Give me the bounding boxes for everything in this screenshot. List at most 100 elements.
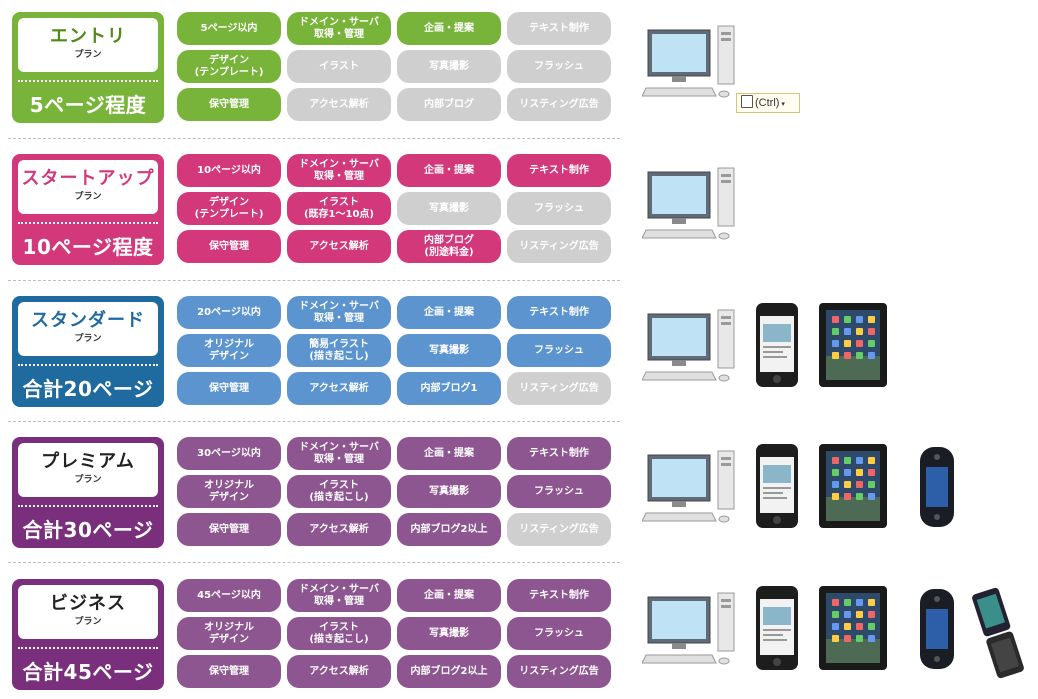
plan-badge: プレミアムプラン合計30ページ [12,437,164,548]
plan-name-box: ビジネスプラン [18,585,158,639]
feature-pill: 写真撮影 [397,334,501,367]
plan-row: エントリプラン 5ページ程度 5ページ以内ドメイン・サーバ 取得・管理企画・提案テキ… [8,8,1028,130]
feature-pill: ドメイン・サーバ 取得・管理 [287,12,391,45]
plan-divider [8,280,620,281]
badge-dotted-divider [18,505,158,507]
badge-dotted-divider [18,222,158,224]
feature-pill: オリジナル デザイン [177,334,281,367]
feature-pill: ドメイン・サーバ 取得・管理 [287,437,391,470]
smartphone-icon [754,443,800,533]
feature-pill: テキスト制作 [507,154,611,187]
feature-pill: 保守管理 [177,230,281,263]
feature-pill: 10ページ以内 [177,154,281,187]
feature-pill: フラッシュ [507,475,611,508]
feature-pill: ドメイン・サーバ 取得・管理 [287,154,391,187]
paste-options-label: (Ctrl) [755,97,780,109]
feature-pill: 5ページ以内 [177,12,281,45]
feature-pill: 企画・提案 [397,296,501,329]
plan-page-count: 5ページ程度 [29,93,147,117]
feature-pill: ドメイン・サーバ 取得・管理 [287,579,391,612]
supported-devices [634,292,1028,410]
feature-pill: 企画・提案 [397,154,501,187]
feature-pill: 簡易イラスト (描き起こし) [287,334,391,367]
plan-page-count: 10ページ程度 [22,235,154,259]
feature-pill: 内部ブログ (別途料金) [397,230,501,263]
plan-name-box: プレミアムプラン [18,443,158,497]
plan-divider [8,138,620,139]
plan-subtitle: プラン [74,50,102,60]
supported-devices [634,575,1028,693]
feature-pill: ドメイン・サーバ 取得・管理 [287,296,391,329]
feature-pill: リスティング広告 [507,655,611,688]
plan-badge: スタートアッププラン 10ページ程度 [12,154,164,265]
feature-pill: 保守管理 [177,372,281,405]
feature-pill: リスティング広告 [507,88,611,121]
feature-pill: 保守管理 [177,88,281,121]
desktop-pc-icon [641,306,742,390]
feature-pill: イラスト (既存1〜10点) [287,192,391,225]
plan-subtitle: プラン [74,475,102,485]
smartphone-icon [754,302,800,392]
feature-pill: 保守管理 [177,513,281,546]
feature-pill: テキスト制作 [507,296,611,329]
feature-pill: アクセス解析 [287,230,391,263]
feature-pill: テキスト制作 [507,579,611,612]
plan-name: プレミアム [41,451,135,472]
plan-row: スタートアッププラン 10ページ程度 10ページ以内ドメイン・サーバ 取得・管理企画… [8,150,1028,272]
plan-name-box: スタンダードプラン [18,302,158,356]
feature-pill: 内部ブログ2以上 [397,513,501,546]
feature-pill: 内部ブログ2以上 [397,655,501,688]
feature-pill: リスティング広告 [507,513,611,546]
desktop-pc-icon [641,164,742,248]
feature-grid: 10ページ以内ドメイン・サーバ 取得・管理企画・提案テキスト制作デザイン (テン… [177,154,611,263]
feature-pill: オリジナル デザイン [177,475,281,508]
feature-pill: 企画・提案 [397,12,501,45]
feature-pill: テキスト制作 [507,437,611,470]
feature-pill: 写真撮影 [397,192,501,225]
feature-pill: デザイン (テンプレート) [177,50,281,83]
feature-pill: 写真撮影 [397,50,501,83]
feature-pill: イラスト (描き起こし) [287,475,391,508]
supported-devices [634,8,1028,126]
tablet-icon [818,302,888,392]
clipboard-icon [741,95,753,108]
desktop-pc-icon [641,447,742,531]
supported-devices [634,150,1028,268]
feature-pill: 写真撮影 [397,475,501,508]
plan-name: スタンダード [31,310,145,331]
feature-pill: テキスト制作 [507,12,611,45]
tablet-icon [818,443,888,533]
plan-subtitle: プラン [74,192,102,202]
feature-pill: アクセス解析 [287,655,391,688]
feature-pill: 内部ブログ1 [397,372,501,405]
plan-subtitle: プラン [74,334,102,344]
desktop-pc-icon [641,22,742,106]
plan-page-count: 合計45ページ [22,660,154,684]
feature-grid: 45ページ以内ドメイン・サーバ 取得・管理企画・提案テキスト制作オリジナル デザ… [177,579,611,688]
plan-name-box: スタートアッププラン [18,160,158,214]
plan-name: スタートアップ [21,168,155,189]
feature-pill: 保守管理 [177,655,281,688]
feature-pill: フラッシュ [507,334,611,367]
plan-page-count: 合計20ページ [22,377,154,401]
feature-pill: フラッシュ [507,617,611,650]
plan-name: エントリ [50,26,126,47]
paste-options-button[interactable]: (Ctrl) ▾ [736,93,800,113]
chevron-down-icon: ▾ [779,101,785,108]
supported-devices [634,433,1028,551]
feature-pill: リスティング広告 [507,372,611,405]
feature-grid: 30ページ以内ドメイン・サーバ 取得・管理企画・提案テキスト制作オリジナル デザ… [177,437,611,546]
feature-pill: リスティング広告 [507,230,611,263]
plan-name-box: エントリプラン [18,18,158,72]
desktop-pc-icon [641,589,742,673]
badge-dotted-divider [18,647,158,649]
feature-grid: 5ページ以内ドメイン・サーバ 取得・管理企画・提案テキスト制作デザイン (テンプ… [177,12,611,121]
plan-name: ビジネス [50,593,126,614]
feature-pill: デザイン (テンプレート) [177,192,281,225]
plan-subtitle: プラン [74,617,102,627]
plan-badge: ビジネスプラン合計45ページ [12,579,164,690]
tablet-icon [818,585,888,675]
feature-pill: 企画・提案 [397,437,501,470]
